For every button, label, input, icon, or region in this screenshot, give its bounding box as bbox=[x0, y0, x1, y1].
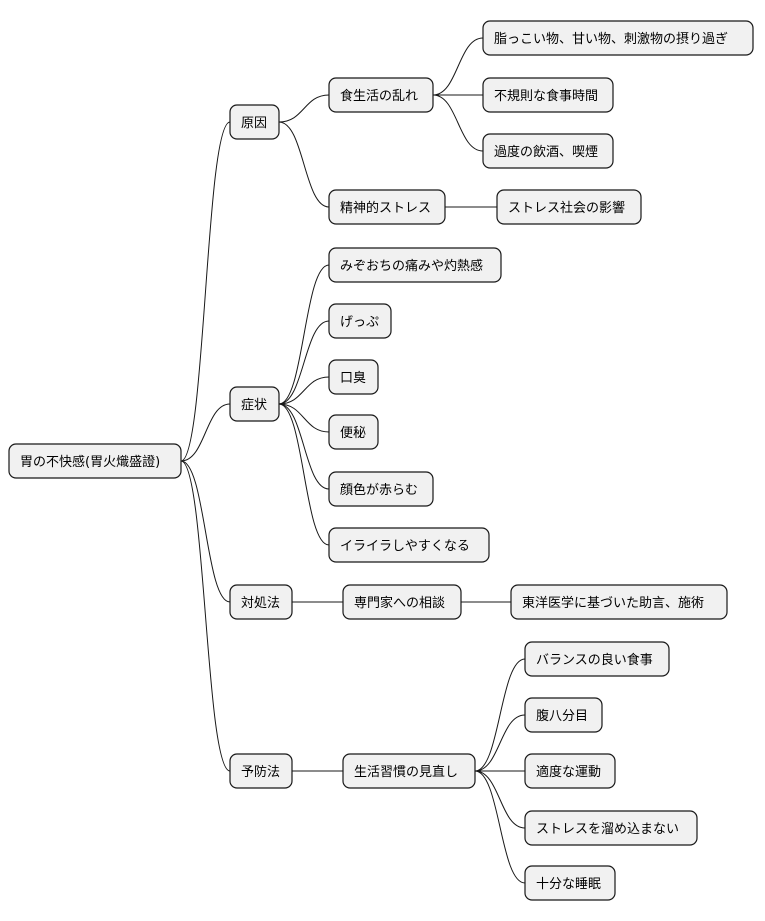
node-irritability: イライラしやすくなる bbox=[328, 527, 490, 563]
connector-line bbox=[474, 658, 526, 772]
svg-text:不規則な食事時間: 不規則な食事時間 bbox=[494, 88, 598, 104]
root-node: 胃の不快感(胃火熾盛證) bbox=[8, 443, 182, 479]
connector-line bbox=[278, 320, 330, 405]
node-exercise: 適度な運動 bbox=[524, 753, 616, 789]
node-consult-expert: 専門家への相談 bbox=[342, 584, 462, 620]
connector-line bbox=[278, 403, 330, 490]
svg-text:げっぷ: げっぷ bbox=[340, 315, 379, 330]
node-red-face: 顔色が赤らむ bbox=[328, 471, 434, 507]
svg-text:イライラしやすくなる: イライラしやすくなる bbox=[340, 539, 470, 554]
node-eastern-medicine: 東洋医学に基づいた助言、施術 bbox=[510, 584, 728, 620]
node-moderate-eating: 腹八分目 bbox=[524, 697, 603, 733]
node-stress-society: ストレス社会の影響 bbox=[496, 189, 642, 225]
connector-line bbox=[474, 770, 526, 884]
connector-line bbox=[278, 264, 330, 405]
svg-text:顔色が赤らむ: 顔色が赤らむ bbox=[340, 482, 418, 498]
connector-line bbox=[278, 376, 330, 405]
node-mental-stress: 精神的ストレス bbox=[328, 189, 446, 225]
node-epigastric-pain: みぞおちの痛みや灼熱感 bbox=[328, 247, 502, 283]
node-release-stress: ストレスを溜め込まない bbox=[524, 810, 698, 846]
branch-cause: 原因 bbox=[229, 104, 280, 140]
node-drinking-smoking: 過度の飲酒、喫煙 bbox=[482, 133, 614, 169]
connector-line bbox=[180, 403, 231, 462]
connector-line bbox=[474, 714, 526, 772]
branch-treatment-label: 対処法 bbox=[241, 596, 280, 611]
node-enough-sleep: 十分な睡眠 bbox=[524, 865, 616, 901]
branch-treatment: 対処法 bbox=[229, 584, 293, 620]
branch-symptoms: 症状 bbox=[229, 386, 280, 422]
node-diet-disorder: 食生活の乱れ bbox=[328, 77, 434, 113]
connector-line bbox=[278, 403, 330, 433]
node-overeating: 脂っこい物、甘い物、刺激物の摂り過ぎ bbox=[482, 20, 754, 56]
node-lifestyle-review: 生活習慣の見直し bbox=[342, 753, 476, 789]
branch-cause-label: 原因 bbox=[241, 116, 267, 131]
branch-prevention-label: 予防法 bbox=[241, 764, 280, 780]
node-irregular-meals: 不規則な食事時間 bbox=[482, 77, 614, 113]
svg-text:便秘: 便秘 bbox=[340, 426, 366, 441]
svg-text:適度な運動: 適度な運動 bbox=[536, 764, 601, 780]
node-burping: げっぷ bbox=[328, 303, 392, 339]
svg-text:ストレスを溜め込まない: ストレスを溜め込まない bbox=[536, 822, 679, 837]
connector-line bbox=[278, 121, 330, 208]
connector-line bbox=[180, 121, 231, 462]
connector-line bbox=[180, 460, 231, 603]
node-balanced-diet: バランスの良い食事 bbox=[524, 641, 670, 677]
root-node-label: 胃の不快感(胃火熾盛證) bbox=[20, 454, 160, 470]
svg-text:ストレス社会の影響: ストレス社会の影響 bbox=[508, 200, 625, 216]
connector-line bbox=[278, 94, 330, 123]
connector-line bbox=[180, 460, 231, 772]
svg-text:腹八分目: 腹八分目 bbox=[536, 708, 588, 724]
svg-text:十分な睡眠: 十分な睡眠 bbox=[536, 877, 601, 892]
branch-symptoms-label: 症状 bbox=[241, 398, 267, 413]
svg-text:口臭: 口臭 bbox=[340, 371, 366, 386]
svg-text:バランスの良い食事: バランスの良い食事 bbox=[536, 652, 653, 668]
connector-line bbox=[474, 770, 526, 829]
mindmap-connectors bbox=[180, 37, 526, 884]
svg-text:脂っこい物、甘い物、刺激物の摂り過ぎ: 脂っこい物、甘い物、刺激物の摂り過ぎ bbox=[494, 31, 728, 47]
svg-text:過度の飲酒、喫煙: 過度の飲酒、喫煙 bbox=[494, 144, 598, 160]
svg-text:食生活の乱れ: 食生活の乱れ bbox=[340, 88, 418, 104]
svg-text:東洋医学に基づいた助言、施術: 東洋医学に基づいた助言、施術 bbox=[522, 595, 704, 611]
node-constipation: 便秘 bbox=[328, 414, 379, 450]
branch-prevention: 予防法 bbox=[229, 753, 293, 789]
svg-text:専門家への相談: 専門家への相談 bbox=[354, 595, 445, 611]
connector-line bbox=[432, 94, 484, 152]
node-bad-breath: 口臭 bbox=[328, 359, 379, 395]
connector-line bbox=[432, 37, 484, 96]
connector-line bbox=[278, 403, 330, 546]
svg-text:みぞおちの痛みや灼熱感: みぞおちの痛みや灼熱感 bbox=[340, 258, 483, 274]
svg-text:生活習慣の見直し: 生活習慣の見直し bbox=[354, 764, 458, 780]
svg-text:精神的ストレス: 精神的ストレス bbox=[340, 200, 431, 216]
